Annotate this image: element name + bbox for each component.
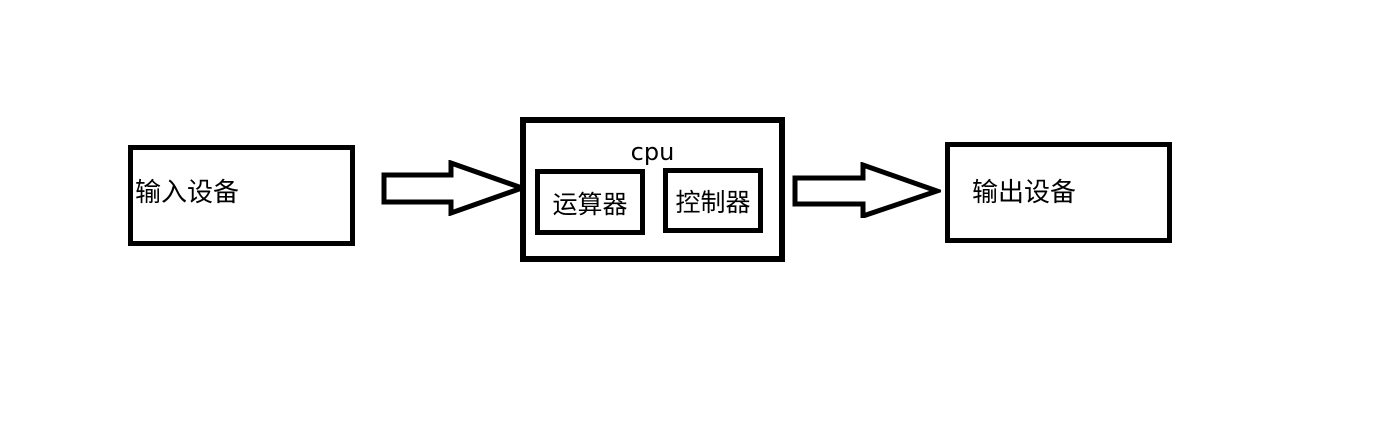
node-cpu: cpu 运算器 控制器 xyxy=(520,117,785,262)
node-controller: 控制器 xyxy=(663,168,763,233)
input-device-label: 输入设备 xyxy=(135,177,240,208)
output-device-label: 输出设备 xyxy=(972,177,1077,208)
alu-label: 运算器 xyxy=(552,189,628,219)
node-input-device: 输入设备 xyxy=(128,145,355,246)
arrow-cpu-to-output-icon xyxy=(792,162,941,218)
arrow-input-to-cpu-icon xyxy=(381,160,525,216)
node-output-device: 输出设备 xyxy=(945,142,1172,243)
cpu-label: cpu xyxy=(630,138,675,166)
controller-label: 控制器 xyxy=(675,188,751,217)
node-alu: 运算器 xyxy=(535,169,645,235)
